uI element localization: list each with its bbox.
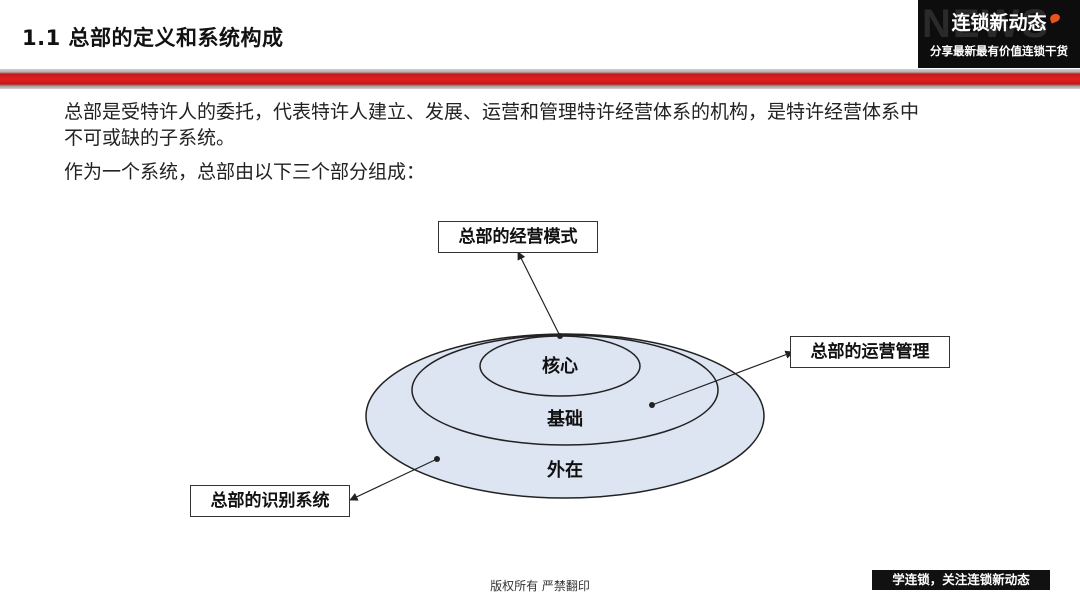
definition-line-2: 不可或缺的子系统。 bbox=[64, 127, 236, 149]
anchor-dot-external bbox=[434, 456, 440, 462]
copyright-text: 版权所有 严禁翻印 bbox=[490, 579, 590, 593]
ring-label-foundation: 基础 bbox=[547, 409, 583, 430]
arrow-operations bbox=[651, 350, 794, 406]
brand-watermark: NEWS bbox=[922, 2, 1050, 46]
label-operations: 总部的运营管理 bbox=[790, 336, 950, 368]
follow-badge: 学连锁，关注连锁新动态 bbox=[872, 570, 1050, 590]
brand-tagline: 分享最新最有价值连锁干货 bbox=[930, 44, 1068, 58]
brand-name: 连锁新动态 bbox=[951, 12, 1047, 34]
definition-line-1: 总部是受特许人的委托，代表特许人建立、发展、运营和管理特许经营体系的机构，是特许… bbox=[64, 101, 920, 123]
intro-text: 作为一个系统，总部由以下三个部分组成： bbox=[64, 161, 426, 183]
label-identity: 总部的识别系统 bbox=[190, 485, 350, 517]
header-divider-band bbox=[0, 69, 1080, 89]
ring-label-external: 外在 bbox=[547, 460, 583, 481]
label-business-model: 总部的经营模式 bbox=[438, 221, 598, 253]
anchor-dot-core bbox=[557, 333, 563, 339]
anchor-dot-foundation bbox=[649, 402, 655, 408]
brand-logo-box: NEWS 连锁新动态 分享最新最有价值连锁干货 bbox=[918, 0, 1080, 68]
arrow-business-model bbox=[517, 251, 561, 337]
slide-title: 1.1 总部的定义和系统构成 bbox=[22, 26, 284, 50]
ring-label-core: 核心 bbox=[542, 356, 578, 377]
arrow-identity bbox=[349, 458, 438, 501]
